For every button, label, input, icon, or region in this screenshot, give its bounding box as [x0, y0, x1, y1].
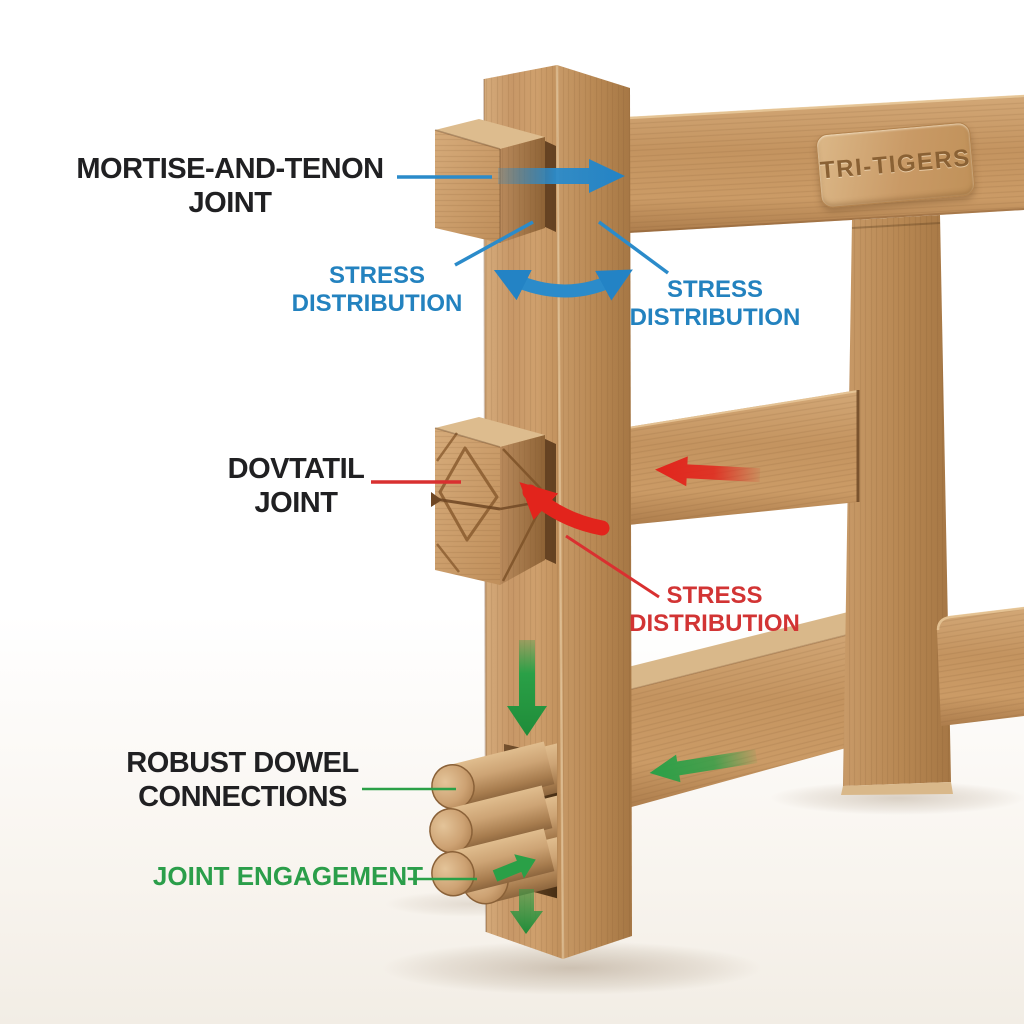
label-line: CONNECTIONS [138, 781, 347, 813]
label-stress-distribution-top-right: STRESS DISTRIBUTION [625, 276, 805, 332]
label-line: DISTRIBUTION [291, 290, 463, 317]
label-line: DISTRIBUTION [629, 610, 800, 637]
label-dovetail-joint: DOVTATIL JOINT [190, 452, 402, 520]
stress-mid-leader-line [565, 534, 660, 599]
brand-plaque-text: TRI-TIGERS [819, 144, 972, 185]
label-robust-dowel-connections: ROBUST DOWEL CONNECTIONS [105, 746, 380, 814]
label-line: MORTISE-AND-TENON [76, 153, 384, 185]
label-line: STRESS [328, 262, 426, 289]
load-down-arrow-icon [507, 640, 547, 736]
label-line: STRESS [666, 276, 764, 303]
label-stress-distribution-mid: STRESS DISTRIBUTION [622, 582, 807, 638]
label-line: JOINT [254, 487, 338, 519]
label-line: JOINT ENGAGEMENT [152, 861, 424, 891]
dovetail-stress-arrow-icon [519, 482, 610, 536]
label-mortise-tenon-joint: MORTISE-AND-TENON JOINT [70, 152, 390, 220]
label-stress-distribution-top-left: STRESS DISTRIBUTION [287, 262, 467, 318]
label-line: DISTRIBUTION [629, 304, 801, 331]
label-line: STRESS [666, 582, 763, 609]
mortise-tenon-joint [434, 119, 556, 243]
floor-shadows [382, 781, 1024, 995]
label-line: JOINT [188, 187, 272, 219]
right-post [841, 215, 953, 795]
label-line: DOVTATIL [227, 453, 365, 485]
stress-rotation-arrow-icon [493, 269, 633, 301]
rail-compression-arrow-icon [655, 456, 761, 487]
base-load-arrow-icon [510, 889, 543, 934]
rail-load-arrow-icon [649, 749, 758, 783]
middle-rail [627, 390, 860, 525]
tenon-insertion-arrow-icon [498, 159, 625, 193]
bottom-rail-right [936, 606, 1024, 726]
label-joint-engagement: JOINT ENGAGEMENT [148, 861, 428, 891]
annotations [362, 159, 761, 934]
stress-left-leader-line [454, 220, 534, 267]
stress-right-leader-line [597, 220, 670, 275]
label-line: ROBUST DOWEL [126, 747, 359, 779]
brand-plaque: TRI-TIGERS [815, 121, 976, 209]
dowel-engagement-arrow-icon [492, 854, 536, 882]
